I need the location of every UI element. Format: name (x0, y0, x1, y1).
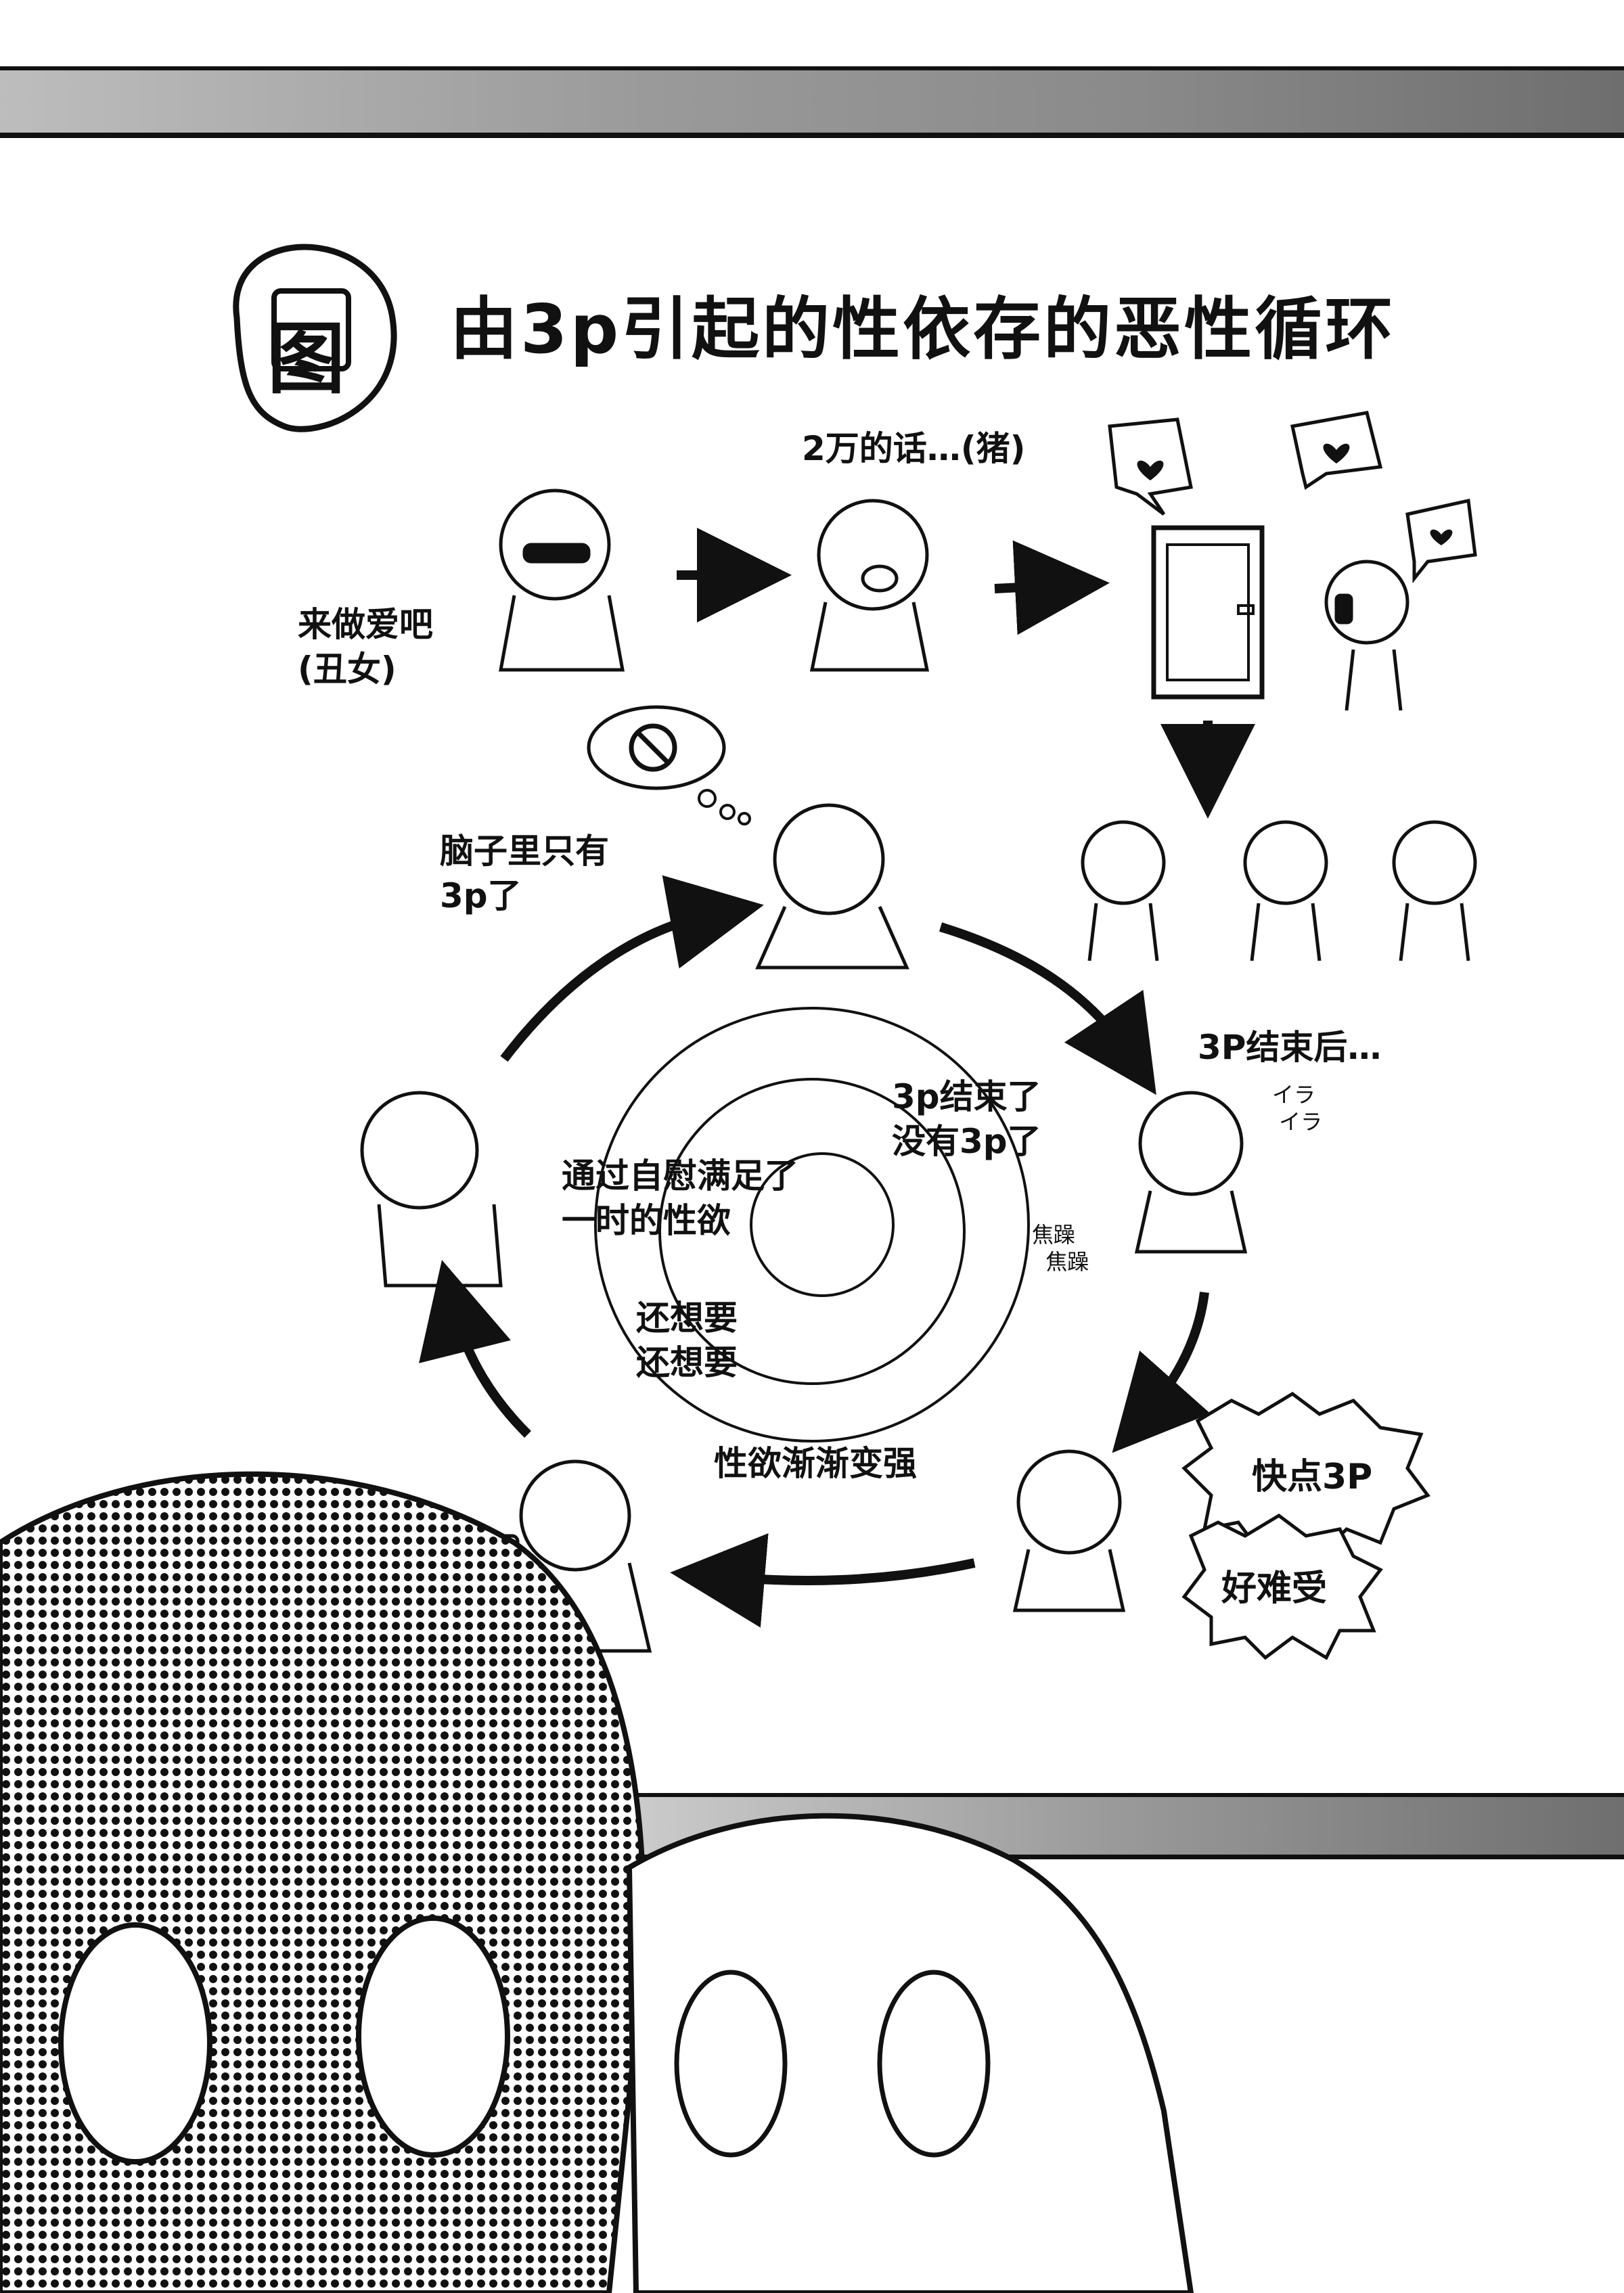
caption-masturbate: 通过自慰满足了 一时的性欲 (562, 1156, 798, 1240)
outer-ring (594, 1007, 1030, 1443)
door-inner (1166, 543, 1250, 681)
page-title: 由3p引起的性依存的恶性循环 (450, 290, 1396, 369)
heart-bubble-1 (1108, 417, 1193, 516)
caption-inner-over: 3p结束了 没有3p了 (892, 1077, 1041, 1161)
cycle-arrow-left (419, 1260, 531, 1438)
title-badge-circle (233, 244, 397, 432)
cycle-arrow-right (1112, 1292, 1211, 1453)
caption-after: 3P结束后… (1198, 1028, 1382, 1067)
caption-invite: 来做爱吧 (丑女) (298, 605, 433, 689)
characters-three (1081, 820, 1477, 961)
caption-irritated: 焦躁 焦躁 (1032, 1222, 1089, 1275)
character-bottom-right (1012, 1449, 1126, 1612)
heart-icon (1323, 443, 1350, 463)
heart-icon (1137, 460, 1164, 480)
character-top-cycle (755, 803, 909, 970)
arrow-pig-to-door (994, 540, 1110, 635)
character-pig (809, 499, 930, 672)
caption-want: 还想要 还想要 (636, 1298, 738, 1382)
character-left-smile (360, 1091, 503, 1288)
burst-hurry-text: 快点3P (1252, 1457, 1373, 1497)
prohibited-icon (629, 723, 677, 772)
caption-ira: イラ イラ (1272, 1082, 1323, 1135)
title-badge: 图 (267, 314, 346, 405)
inner-ring (750, 1152, 895, 1297)
burst-suffer-text: 好难受 (1221, 1568, 1328, 1609)
cycle-arrow-top-right (939, 922, 1156, 1095)
foreground-right-eye-2 (877, 1970, 991, 2158)
burst-hurry (1181, 1391, 1430, 1559)
heart-bubble-2 (1290, 411, 1383, 491)
foreground-character-left-hair (0, 1471, 647, 2293)
burst-suffer (1181, 1513, 1383, 1660)
door (1151, 525, 1265, 700)
top-panel-border (0, 66, 1624, 138)
cycle-arrow-top-left (500, 875, 764, 1062)
foreground-left-eye-1 (58, 1922, 212, 2164)
cycle-arrow-bottom (670, 1533, 976, 1628)
title-badge-box (271, 288, 351, 371)
middle-ring (658, 1078, 966, 1385)
foreground-left-eye-2 (356, 1915, 510, 2158)
heart-icon (1430, 529, 1453, 545)
thought-bubble (587, 705, 726, 790)
heart-bubble-3 (1405, 498, 1477, 584)
caption-stronger: 性欲渐渐变强 (714, 1444, 917, 1483)
caption-pig: 2万的话…(猪) (802, 429, 1026, 468)
caption-brain: 脑子里只有 3p了 (440, 832, 609, 915)
foreground-right-eye-1 (674, 1970, 788, 2158)
character-right-angry (1134, 1091, 1248, 1254)
character-sunglasses (499, 489, 625, 672)
door-handle (1237, 604, 1255, 615)
character-headphones (1324, 560, 1409, 711)
